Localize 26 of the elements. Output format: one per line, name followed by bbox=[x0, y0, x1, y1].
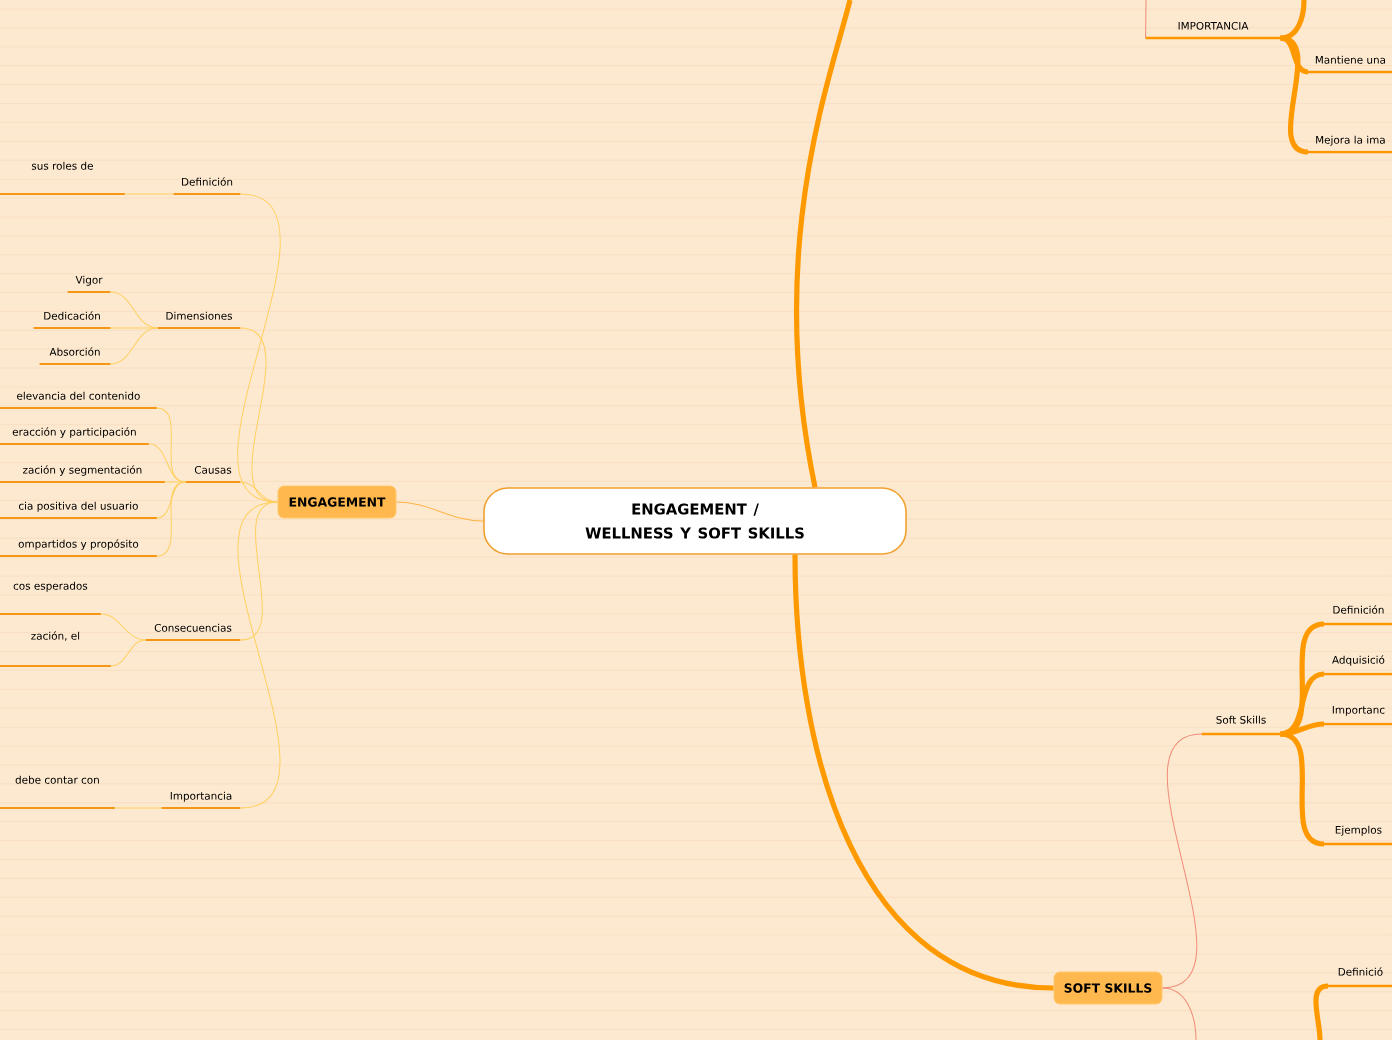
branch-line bbox=[237, 501, 281, 809]
branch-line bbox=[164, 481, 187, 483]
branch-line bbox=[1279, 35, 1309, 75]
branch-line bbox=[792, 554, 1054, 991]
branch-line bbox=[156, 481, 187, 557]
branch-line bbox=[110, 639, 147, 667]
branch-line bbox=[148, 443, 187, 483]
branch-line bbox=[1145, 0, 1147, 39]
branch-line bbox=[1279, 35, 1309, 155]
branch-line bbox=[1162, 733, 1203, 989]
branch-line bbox=[1279, 731, 1325, 847]
branch-line bbox=[794, 0, 853, 488]
branch-line bbox=[1280, 721, 1325, 737]
branch-line bbox=[1279, 671, 1325, 737]
branch-line bbox=[237, 193, 281, 503]
branch-line bbox=[396, 501, 484, 522]
branch-line bbox=[1280, 0, 1307, 41]
branch-line bbox=[1313, 983, 1329, 1040]
branch-line bbox=[109, 327, 159, 365]
branch-line bbox=[239, 481, 278, 503]
branch-line bbox=[100, 613, 147, 641]
branch-line bbox=[124, 193, 175, 195]
branch-line bbox=[156, 481, 187, 519]
branch-line bbox=[1162, 987, 1197, 1040]
branch-line bbox=[109, 327, 159, 329]
branch-line bbox=[114, 807, 163, 809]
